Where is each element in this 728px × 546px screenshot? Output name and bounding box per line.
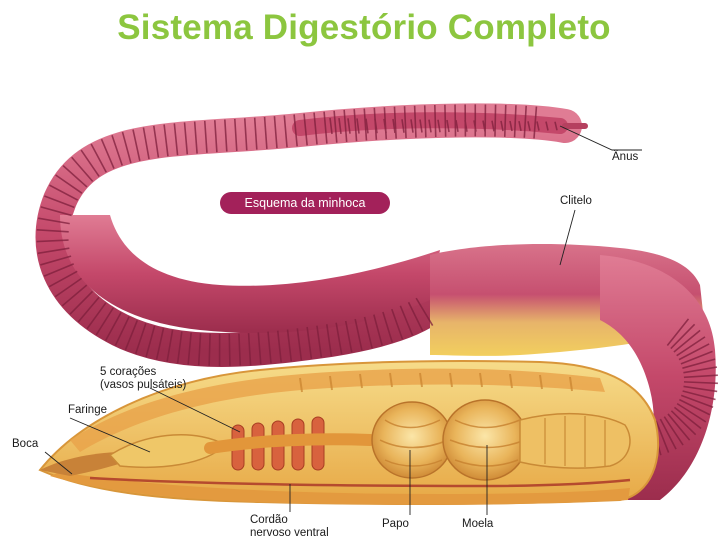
label-anus: Ânus (612, 151, 639, 163)
worm-mid-body (60, 215, 440, 333)
label-faringe: Faringe (68, 404, 107, 416)
leader-boca (44, 451, 73, 475)
label-coracoes-line1: 5 corações (100, 366, 157, 378)
leader-coracoes (149, 387, 241, 433)
leader-anus (559, 125, 642, 151)
label-cordao: Cordão nervoso ventral (250, 514, 329, 540)
label-cordao-line1: Cordão (250, 514, 288, 526)
label-moela: Moela (462, 518, 494, 530)
worm-front-coil (600, 255, 716, 500)
label-cordao-line2: nervoso ventral (250, 527, 329, 539)
intestine (519, 412, 631, 469)
page-title: Sistema Digestório Completo (117, 8, 611, 47)
label-coracoes: 5 corações (vasos pulsáteis) (100, 366, 186, 392)
leader-clitelo (559, 209, 576, 266)
label-papo: Papo (382, 518, 409, 530)
label-boca: Boca (12, 438, 39, 450)
ventral-nerve-cord (89, 476, 631, 488)
leader-faringe (69, 417, 151, 453)
label-clitelo: Clitelo (560, 195, 592, 207)
body-segment-rings (36, 104, 718, 456)
label-coracoes-line2: (vasos pulsáteis) (100, 379, 187, 391)
diagram-caption: Esquema da minhoca (220, 192, 390, 214)
gizzard-moela (442, 399, 528, 481)
